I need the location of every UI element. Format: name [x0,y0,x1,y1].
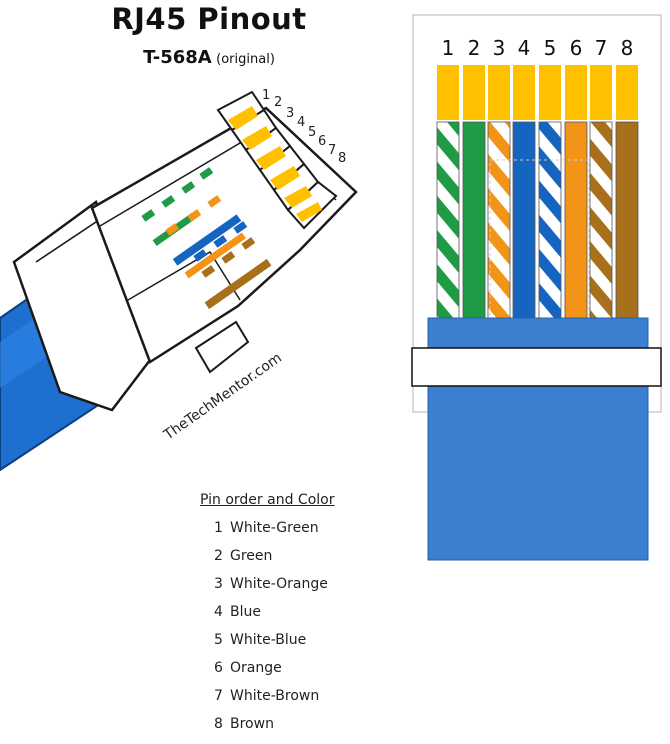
diagram-title: RJ45 Pinout [111,2,307,36]
plug-pin-number: 4 [297,115,305,130]
column-pin-number: 3 [493,36,506,60]
pin-color-label: Green [230,548,273,564]
wires [436,121,639,319]
list-item: 4 Blue [214,604,334,632]
column-pin-number: 5 [544,36,557,60]
plug-pin-number: 8 [338,151,346,166]
gold-contacts [228,106,322,222]
list-item: 8 Brown [214,716,334,744]
standard-name: T-568A [143,47,212,68]
column-pin-number: 7 [595,36,608,60]
plug-latch [194,320,250,374]
pin-number: 7 [214,688,223,704]
watermark: TheTechMentor.com [160,350,285,444]
plug-illustration: 1 2 3 4 5 6 7 8 TheTechMentor.com [0,88,358,472]
plug-pin-number: 6 [318,134,326,149]
list-item: 7 White-Brown [214,688,334,716]
plug-wire-dashes [141,167,272,310]
contact-pin-1 [437,65,459,120]
pin-number: 6 [214,660,223,676]
standard-subtitle: T-568A (original) [0,47,418,68]
column-pin-number: 6 [570,36,583,60]
contact-pin-3 [488,65,510,120]
plug-pin-number: 5 [308,125,316,140]
pin-color-label: White-Brown [230,688,320,704]
pin-color-label: White-Blue [230,632,307,648]
pin-color-label: White-Green [230,520,319,536]
column-pin-number: 1 [442,36,455,60]
wire-blue [512,121,536,319]
wire-brown [615,121,639,319]
crimp-band [411,347,662,387]
plug-pin-number: 7 [328,143,336,158]
list-item: 5 White-Blue [214,632,334,660]
pin-number: 5 [214,632,223,648]
contact-pin-4 [513,65,535,120]
list-item: 3 White-Orange [214,576,334,604]
pin-color-label: Orange [230,660,282,676]
wiring-diagram: 1 2 3 4 5 6 7 8 [411,14,662,561]
wire-white-green [436,121,460,319]
column-pin-numbers: 1 2 3 4 5 6 7 8 [442,36,634,60]
pin-number: 1 [214,520,223,536]
plug-pin-number: 3 [286,106,294,121]
contacts [437,65,638,120]
column-pin-number: 8 [621,36,634,60]
wire-orange [564,121,588,319]
wire-white-blue [538,121,562,319]
pin-number: 8 [214,716,223,732]
pin-number: 3 [214,576,223,592]
column-pin-number: 2 [468,36,481,60]
standard-note: (original) [216,52,275,67]
wire-white-orange [487,121,511,319]
pin-number: 2 [214,548,223,564]
pin-order-heading: Pin order and Color [200,492,335,508]
pin-color-label: Blue [230,604,261,620]
plug-pin-number: 1 [262,88,270,103]
plug-pin-numbers: 1 2 3 4 5 6 7 8 [262,88,346,166]
pair-outline [489,159,590,323]
pin-color-label: Brown [230,716,274,732]
list-item: 6 Orange [214,660,334,688]
contact-pin-7 [590,65,612,120]
list-item: 1 White-Green [214,520,334,548]
wire-green [462,121,486,319]
wire-white-brown [589,121,613,319]
plug-pin-number: 2 [274,95,282,110]
contact-pin-8 [616,65,638,120]
pin-color-label: White-Orange [230,576,328,592]
contact-pin-2 [463,65,485,120]
pin-number: 4 [214,604,223,620]
contact-pin-6 [565,65,587,120]
list-item: 2 Green [214,548,334,576]
contact-pin-5 [539,65,561,120]
column-pin-number: 4 [518,36,531,60]
